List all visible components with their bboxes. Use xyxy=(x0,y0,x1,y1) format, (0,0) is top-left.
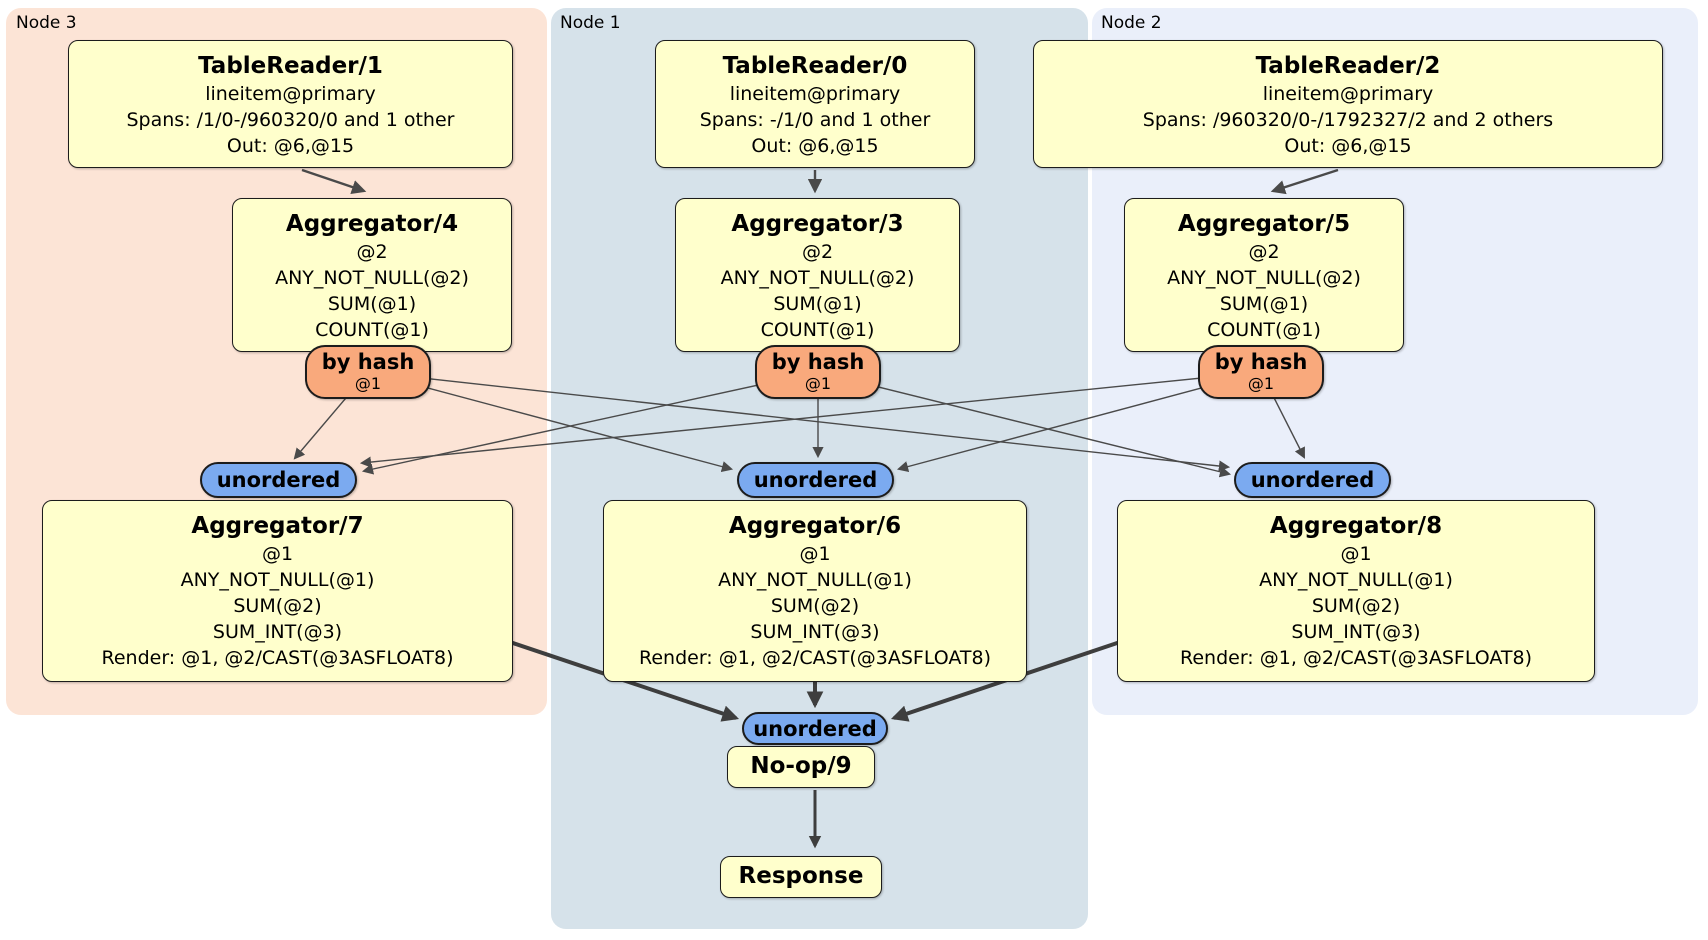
router-by-hash-node1: by hash @1 xyxy=(755,345,881,399)
edge-tr2-agg5 xyxy=(1270,168,1339,195)
processor-title: Aggregator/5 xyxy=(1177,211,1351,237)
box-line: SUM(@1) xyxy=(327,293,417,315)
box-line: SUM_INT(@3) xyxy=(1291,621,1421,643)
router-detail: @1 xyxy=(354,374,382,393)
processor-title: No-op/9 xyxy=(750,753,852,779)
router-label: by hash xyxy=(321,350,415,374)
node2-label: Node 2 xyxy=(1101,13,1162,33)
box-line: Spans: /1/0-/960320/0 and 1 other xyxy=(126,109,455,131)
box-line: @2 xyxy=(801,241,834,263)
box-line: ANY_NOT_NULL(@1) xyxy=(718,569,912,591)
router-detail: @1 xyxy=(1247,374,1275,393)
box-line: SUM(@1) xyxy=(1219,293,1309,315)
box-line: Out: @6,@15 xyxy=(1284,135,1412,157)
sync-label: unordered xyxy=(753,468,878,492)
box-line: lineitem@primary xyxy=(205,83,376,105)
box-line: ANY_NOT_NULL(@2) xyxy=(720,267,915,289)
processor-title: TableReader/0 xyxy=(722,53,908,79)
box-line: SUM(@2) xyxy=(770,595,860,617)
processor-title: TableReader/2 xyxy=(1255,53,1441,79)
processor-title: Aggregator/4 xyxy=(285,211,459,237)
processor-title: Aggregator/6 xyxy=(728,513,902,539)
sync-unordered-node3: unordered xyxy=(200,462,357,498)
box-line: COUNT(@1) xyxy=(315,319,429,341)
edge-byhash2-unord3 xyxy=(359,371,1262,468)
box-line: SUM(@1) xyxy=(773,293,862,315)
box-line: Spans: -/1/0 and 1 other xyxy=(699,109,931,131)
router-label: by hash xyxy=(1214,350,1308,374)
sync-label: unordered xyxy=(753,716,877,741)
box-line: @2 xyxy=(1248,241,1280,263)
sync-label: unordered xyxy=(216,468,341,492)
box-line: ANY_NOT_NULL(@2) xyxy=(1167,267,1361,289)
box-line: @2 xyxy=(356,241,388,263)
node3-label: Node 3 xyxy=(16,13,77,33)
edge-byhash1-unord2 xyxy=(817,371,1232,478)
box-line: @1 xyxy=(1340,543,1372,565)
router-detail: @1 xyxy=(804,374,832,393)
router-by-hash-node2: by hash @1 xyxy=(1198,345,1324,399)
box-line: Out: @6,@15 xyxy=(751,135,879,157)
response-box: Response xyxy=(720,856,882,898)
box-line: SUM_INT(@3) xyxy=(750,621,880,643)
box-line: ANY_NOT_NULL(@2) xyxy=(275,267,469,289)
processor-title: Aggregator/3 xyxy=(731,211,904,237)
box-line: Spans: /960320/0-/1792327/2 and 2 others xyxy=(1142,109,1554,131)
box-line: COUNT(@1) xyxy=(1207,319,1321,341)
noop-9-box: No-op/9 xyxy=(727,746,875,788)
box-line: lineitem@primary xyxy=(1262,83,1434,105)
box-line: Render: @1, @2/CAST(@3ASFLOAT8) xyxy=(101,647,454,669)
box-line: @1 xyxy=(261,543,294,565)
router-by-hash-node3: by hash @1 xyxy=(305,345,431,399)
edge-tr1-agg4 xyxy=(301,168,367,194)
sync-unordered-node1: unordered xyxy=(737,462,894,498)
sync-unordered-final: unordered xyxy=(742,712,888,745)
box-line: Render: @1, @2/CAST(@3ASFLOAT8) xyxy=(1180,647,1532,669)
processor-title: Aggregator/7 xyxy=(191,513,364,539)
router-label: by hash xyxy=(771,350,865,374)
box-line: ANY_NOT_NULL(@1) xyxy=(1259,569,1453,591)
box-line: Out: @6,@15 xyxy=(226,135,355,157)
processor-title: Aggregator/8 xyxy=(1269,513,1443,539)
sync-unordered-node2: unordered xyxy=(1234,462,1391,498)
processor-title: TableReader/1 xyxy=(198,53,383,79)
box-line: @1 xyxy=(799,543,831,565)
box-line: ANY_NOT_NULL(@1) xyxy=(180,569,375,591)
box-line: lineitem@primary xyxy=(729,83,901,105)
box-line: SUM_INT(@3) xyxy=(212,621,343,643)
box-line: SUM(@2) xyxy=(1311,595,1401,617)
node1-label: Node 1 xyxy=(560,13,621,33)
sync-label: unordered xyxy=(1250,468,1375,492)
box-line: Render: @1, @2/CAST(@3ASFLOAT8) xyxy=(639,647,991,669)
processor-title: Response xyxy=(738,863,864,889)
box-line: SUM(@2) xyxy=(233,595,322,617)
box-line: COUNT(@1) xyxy=(760,319,875,341)
